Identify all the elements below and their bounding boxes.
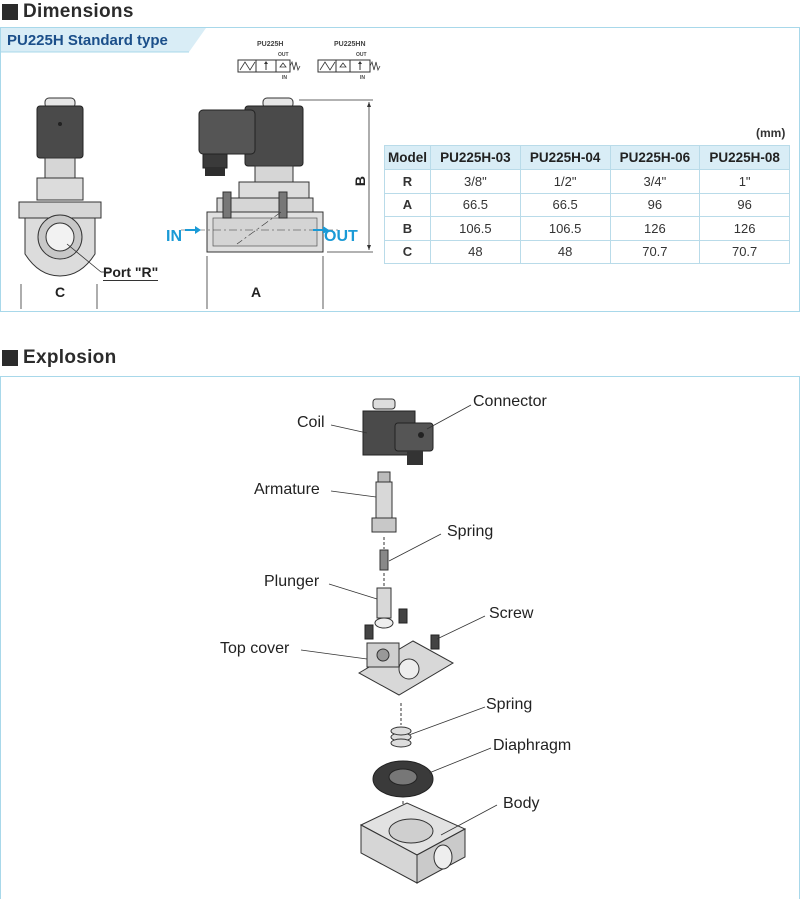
exploded-view-drawing <box>300 398 498 884</box>
table-cell: 106.5 <box>430 216 521 241</box>
row-label: R <box>384 169 431 194</box>
table-cell: 70.7 <box>699 239 790 264</box>
standard-type-tab: PU225H Standard type <box>1 28 206 54</box>
row-label: B <box>384 216 431 241</box>
table-row: A 66.5 66.5 96 96 <box>384 192 790 217</box>
table-cell: 126 <box>609 216 701 241</box>
part-label-spring-top: Spring <box>447 523 494 540</box>
table-header: PU225H-06 <box>609 145 701 170</box>
in-label: IN <box>166 228 182 245</box>
row-label: C <box>384 239 431 264</box>
part-label-top-cover: Top cover <box>220 640 290 657</box>
part-label-connector: Connector <box>473 393 547 410</box>
tab-shape <box>1 28 206 53</box>
dimensions-title: Dimensions <box>23 1 134 22</box>
explosion-panel: Coil Connector Armature Spring Plunger S… <box>0 376 800 899</box>
front-view-drawing <box>181 97 373 309</box>
part-label-screw: Screw <box>489 605 534 622</box>
dim-c-label: C <box>55 284 66 300</box>
explosion-heading: Explosion <box>2 347 117 369</box>
table-row: B 106.5 106.5 126 126 <box>384 216 790 241</box>
part-label-body: Body <box>503 795 540 812</box>
row-label: A <box>384 192 431 217</box>
table-cell: 48 <box>430 239 521 264</box>
explosion-title: Explosion <box>23 347 117 368</box>
table-header: Model <box>384 145 431 170</box>
table-cell: 66.5 <box>519 192 611 217</box>
symbol-out-pu225hn: OUT <box>356 52 367 58</box>
heading-square-icon <box>2 4 18 20</box>
table-cell: 3/8" <box>430 169 521 194</box>
dimensions-panel: PU225H Standard type PU225H OUT IN PU225… <box>0 27 800 312</box>
tab-label: PU225H Standard type <box>7 32 168 49</box>
part-label-diaphragm: Diaphragm <box>493 737 572 754</box>
side-view-drawing <box>18 97 111 309</box>
table-header: PU225H-03 <box>430 145 521 170</box>
table-header-row: Model PU225H-03 PU225H-04 PU225H-06 PU22… <box>384 145 790 170</box>
table-header: PU225H-08 <box>699 145 790 170</box>
symbol-out-pu225h: OUT <box>278 52 289 58</box>
symbol-name-pu225hn: PU225HN <box>334 41 366 48</box>
table-cell: 48 <box>519 239 611 264</box>
part-label-spring-bottom: Spring <box>486 696 533 713</box>
table-cell: 1/2" <box>519 169 611 194</box>
table-header: PU225H-04 <box>519 145 611 170</box>
dimensions-heading: Dimensions <box>2 1 134 23</box>
table-row: C 48 48 70.7 70.7 <box>384 239 790 264</box>
table-row: R 3/8" 1/2" 3/4" 1" <box>384 169 790 194</box>
port-r-label: Port "R" <box>103 264 159 281</box>
dim-b-label: B <box>352 175 369 187</box>
out-label: OUT <box>324 228 358 245</box>
table-cell: 96 <box>609 192 701 217</box>
table-cell: 126 <box>699 216 790 241</box>
table-cell: 96 <box>699 192 790 217</box>
table-cell: 66.5 <box>430 192 521 217</box>
table-cell: 70.7 <box>609 239 701 264</box>
part-label-coil: Coil <box>297 414 325 431</box>
heading-square-icon <box>2 350 18 366</box>
part-label-armature: Armature <box>254 481 320 498</box>
part-label-plunger: Plunger <box>264 573 320 590</box>
symbol-name-pu225h: PU225H <box>257 41 284 48</box>
table-cell: 3/4" <box>609 169 701 194</box>
symbol-in-pu225h: IN <box>282 75 287 81</box>
dimensions-table: Model PU225H-03 PU225H-04 PU225H-06 PU22… <box>384 145 790 264</box>
table-cell: 106.5 <box>519 216 611 241</box>
symbol-in-pu225hn: IN <box>360 75 365 81</box>
dim-a-label: A <box>251 284 262 300</box>
table-cell: 1" <box>699 169 790 194</box>
unit-label: (mm) <box>756 126 786 140</box>
pu225hn-valve-symbol-icon <box>317 59 381 73</box>
pu225h-valve-symbol-icon <box>237 59 301 73</box>
